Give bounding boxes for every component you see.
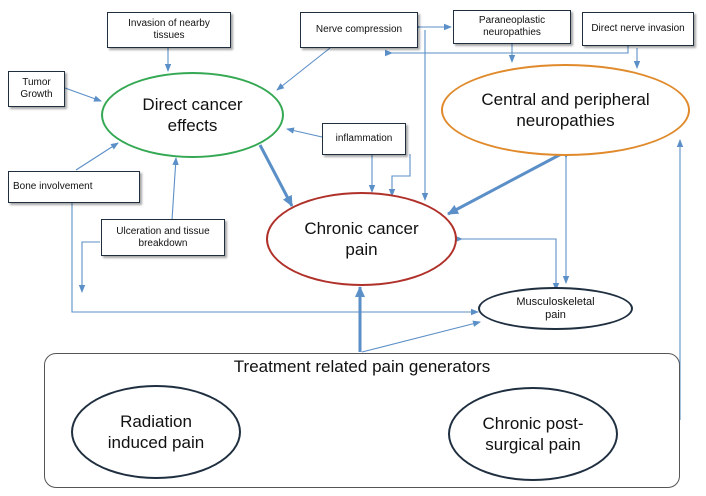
invasion-box: Invasion of nearby tissues <box>107 12 231 48</box>
arrow-inflam-to-effects <box>286 127 323 138</box>
neuropathies-ellipse: Central and peripheral neuropathies <box>441 64 690 156</box>
arrow-nerve-to-effects <box>276 47 331 91</box>
arrow-ulcer-to-effects <box>171 157 179 221</box>
musculoskeletal-label: Musculoskeletal pain <box>516 295 595 321</box>
chronic-pain-label: Chronic cancer pain <box>304 219 419 259</box>
arrow-tumor-to-effects <box>64 87 102 102</box>
nerve-compression-box: Nerve compression <box>300 12 418 48</box>
direct-effects-label: Direct cancer effects <box>142 95 243 135</box>
radiation-ellipse: Radiation induced pain <box>71 385 241 479</box>
musculoskeletal-ellipse: Musculoskeletal pain <box>478 287 633 330</box>
chronic-pain-ellipse: Chronic cancer pain <box>266 192 457 286</box>
bone-involvement-label: Bone involvement <box>13 181 93 192</box>
arrow-inflam-side <box>388 154 411 197</box>
direct-effects-ellipse: Direct cancer effects <box>101 72 284 158</box>
arrow-bone-to-musculo <box>71 200 479 316</box>
treatment-group-title: Treatment related pain generators <box>233 357 491 376</box>
bone-involvement-box: Bone involvement <box>8 171 140 203</box>
direct-nerve-box: Direct nerve invasion <box>582 12 694 46</box>
inflammation-box: inflammation <box>322 123 406 155</box>
arrow-treatment-to-musculo <box>361 320 481 353</box>
invasion-label: Invasion of nearby tissues <box>128 18 210 41</box>
nerve-compression-label: Nerve compression <box>315 24 403 35</box>
arrow-ulcer-down <box>78 241 100 293</box>
ulceration-box: Ulceration and tissue breakdown <box>101 219 225 256</box>
arrow-bone-to-effects <box>75 142 119 171</box>
radiation-label: Radiation induced pain <box>107 412 205 452</box>
tumor-growth-box: Tumor Growth <box>8 71 65 107</box>
tumor-growth-label: Tumor Growth <box>20 77 53 100</box>
post-surgical-label: Chronic post-surgical pain <box>482 414 584 454</box>
paraneoplastic-box: Paraneoplastic neuropathies <box>453 10 571 44</box>
paraneoplastic-label: Paraneoplastic neuropathies <box>478 15 546 38</box>
direct-nerve-label: Direct nerve invasion <box>591 23 685 34</box>
arrow-chronic-musculo <box>455 235 560 291</box>
bold-arrow-effects-to-chronic <box>258 144 294 207</box>
bold-arrow-neuro-to-chronic <box>447 150 566 216</box>
post-surgical-ellipse: Chronic post-surgical pain <box>448 387 618 481</box>
neuropathies-label: Central and peripheral neuropathies <box>481 90 650 130</box>
ulceration-label: Ulceration and tissue breakdown <box>116 225 210 249</box>
inflammation-label: inflammation <box>335 133 393 144</box>
